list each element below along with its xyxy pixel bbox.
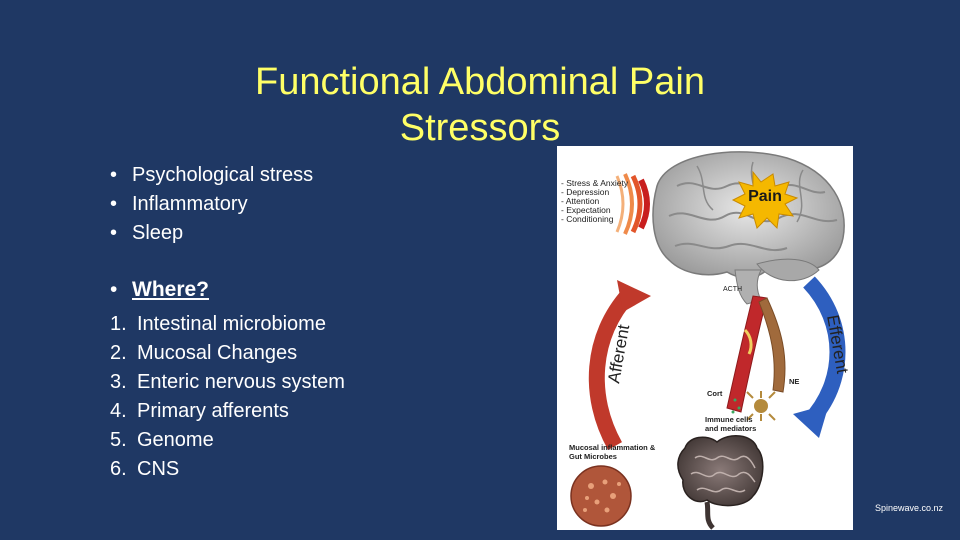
acth-label: ACTH [723,286,742,293]
item-text: CNS [137,458,180,480]
stress-list-item: - Depression [561,187,609,197]
numbered-item: 2. Mucosal Changes [110,339,345,368]
numbered-item: 4. Primary afferents [110,397,345,426]
stress-list-item: - Stress & Anxiety [561,178,629,188]
where-heading: Where? [110,278,209,302]
numbered-item: 6. CNS [110,455,345,484]
source-credit: Spinewave.co.nz [875,503,944,513]
title-line-1: Functional Abdominal Pain [255,61,705,104]
afferent-arrow: Afferent [588,280,651,450]
brain-gut-diagram: - Stress & Anxiety - Depression - Attent… [561,151,852,530]
title-line-2: Stressors [399,107,561,150]
bullet-item: Sleep [110,219,313,248]
immune-label-line-2: and mediators [705,424,756,433]
cort-label: Cort [707,389,723,398]
efferent-label: Efferent [823,313,852,375]
slide-title: Functional Abdominal Pain Stressors [180,59,780,151]
intestines-illustration [677,435,764,530]
item-number: 3. [110,371,127,393]
vessel-illustration: ACTH Cort NE [707,286,799,413]
immune-cell-icon [731,391,776,421]
item-text: Intestinal microbiome [137,313,326,335]
stress-list-item: - Expectation [561,205,611,215]
mucosal-label-line-2: Gut Microbes [569,452,617,461]
stress-list-item: - Attention [561,196,600,206]
bullet-item: Inflammatory [110,190,313,219]
mucosa-tissue-icon [570,465,632,527]
stress-list-item: - Conditioning [561,214,614,224]
item-number: 4. [110,400,127,422]
numbered-item: 5. Genome [110,426,345,455]
item-number: 1. [110,313,127,335]
pain-burst-icon: Pain [731,170,799,230]
mucosal-label-line-1: Mucosal inflammation & [569,443,656,452]
bullet-item: Psychological stress [110,161,313,190]
stressor-bullet-list: Psychological stress Inflammatory Sleep [110,161,313,248]
item-text: Mucosal Changes [137,342,298,364]
item-text: Primary afferents [137,400,289,422]
where-numbered-list: 1. Intestinal microbiome 2. Mucosal Change… [110,310,345,484]
stress-waves-icon [615,173,650,235]
item-number: 2. [110,342,127,364]
item-number: 5. [110,429,127,451]
item-number: 6. [110,458,127,480]
efferent-arrow: Efferent [793,276,852,438]
numbered-item: 1. Intestinal microbiome [110,310,345,339]
brain-gut-axis-figure: - Stress & Anxiety - Depression - Attent… [557,146,853,530]
ne-label: NE [789,377,799,386]
immune-label-line-1: Immune cells [705,415,753,424]
item-text: Enteric nervous system [137,371,345,393]
item-text: Genome [137,429,214,451]
numbered-item: 3. Enteric nervous system [110,368,345,397]
pain-label: Pain [748,188,782,205]
